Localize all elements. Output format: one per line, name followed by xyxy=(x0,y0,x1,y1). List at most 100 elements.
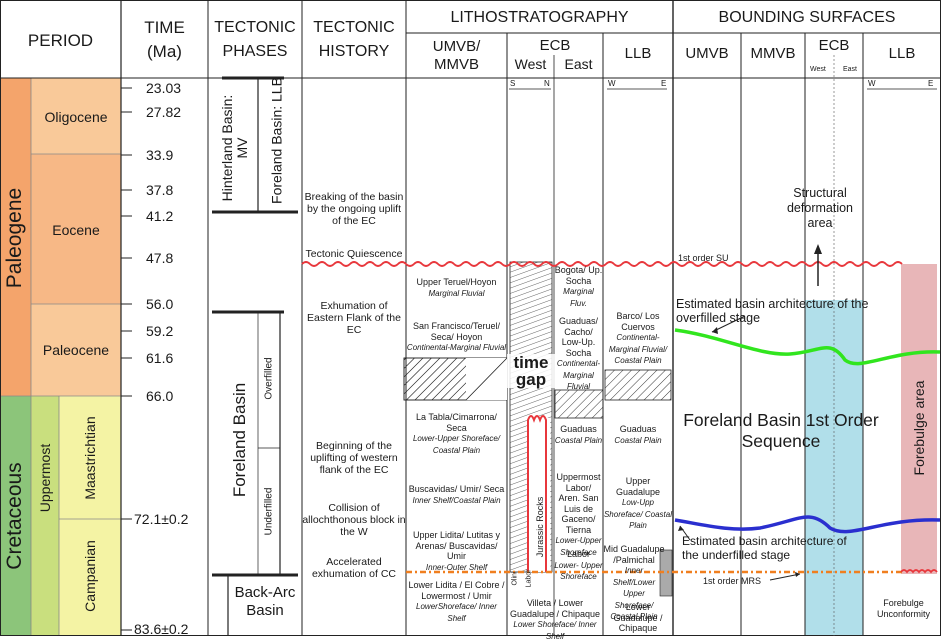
time-label: 66.0 xyxy=(146,388,174,404)
phase-underfilled: Underfilled xyxy=(263,487,275,536)
dir-e-bs: E xyxy=(928,79,934,88)
mrs-label: 1st order MRS xyxy=(703,576,762,586)
time-label: 37.8 xyxy=(146,182,174,198)
phase-foreland-basin: Foreland Basin xyxy=(230,382,249,498)
header-history-2: HISTORY xyxy=(318,43,390,60)
maastrichtian-band xyxy=(59,396,121,519)
time-label: 23.03 xyxy=(146,80,182,96)
ecb-east-unit: Uppermost Labor/ Aren. San Luis de Gacen… xyxy=(555,472,602,557)
sub-bs-east: East xyxy=(843,66,858,73)
sub-umvb: UMVB/ xyxy=(432,38,481,55)
time-label: 56.0 xyxy=(146,296,174,312)
sub-bs-mmvb: MMVB xyxy=(750,45,796,62)
labor-label: Labor xyxy=(525,569,533,588)
header-time: TIME xyxy=(144,18,185,37)
history-collision: Collision of allochthonous block in the … xyxy=(302,502,406,538)
umvb-unit: Upper Lidita/ Lutitas y Arenas/ Buscavid… xyxy=(412,530,501,572)
forebulge-unconformity-label: Forebulge Unconformity xyxy=(876,598,930,619)
time-label: 41.2 xyxy=(146,208,174,224)
header-period: PERIOD xyxy=(27,31,94,50)
sub-bs-ecb: ECB xyxy=(818,37,850,54)
umvb-unit: Lower Lidita / El Cobre / Lowermost / Um… xyxy=(408,580,505,623)
olini-label: Olini xyxy=(511,571,519,586)
campanian-band xyxy=(59,519,121,636)
phase-back-arc: Back-Arc xyxy=(234,584,296,601)
first-order-su-label: 1st order SU xyxy=(678,253,729,263)
phase-back-arc-basin: Basin xyxy=(246,602,284,619)
paleocene-band xyxy=(31,304,121,396)
ecb-east-gap xyxy=(554,389,604,419)
overfilled-architecture-label: Estimated basin architecture of the over… xyxy=(676,297,869,325)
forebulge-unconformity xyxy=(900,569,938,574)
structural-deformation-label: Structural deformation area xyxy=(786,186,853,230)
history-exhumation-cc: Accelerated exhumation of CC xyxy=(311,556,397,580)
sub-bs-umvb: UMVB xyxy=(685,45,729,62)
dir-e-llb: E xyxy=(661,79,667,88)
epoch-uppermost: Uppermost xyxy=(37,443,53,513)
underfilled-architecture-line xyxy=(674,515,941,534)
foreland-sequence-label: Foreland Basin 1st Order Sequence xyxy=(683,410,879,451)
overfilled-architecture-line xyxy=(674,328,941,366)
time-label: 47.8 xyxy=(146,250,174,266)
history-uplift-west: Beginning of the uplifting of western fl… xyxy=(310,440,398,476)
epoch-paleocene: Paleocene xyxy=(42,342,110,358)
sub-ecb-east: East xyxy=(564,56,593,72)
header-history-1: TECTONIC xyxy=(313,19,395,36)
phase-overfilled: Overfilled xyxy=(263,357,275,400)
period-paleogene: Paleogene xyxy=(3,187,26,289)
period-cretaceous: Cretaceous xyxy=(3,462,26,570)
stage-maastrichtian: Maastrichtian xyxy=(82,416,98,500)
llb-unit: Lower Guadalupe / Chipaque xyxy=(613,602,663,633)
history-exhumation-east: Exhumation of Eastern Flank of the EC xyxy=(307,300,401,336)
sub-llb: LLB xyxy=(624,45,652,62)
jurassic-boundary xyxy=(527,415,547,572)
sub-bs-llb: LLB xyxy=(888,45,916,62)
header-phases-1: TECTONIC xyxy=(214,19,296,36)
time-label: 83.6±0.2 xyxy=(134,621,189,637)
llb-gap xyxy=(604,369,672,401)
cretaceous-band xyxy=(0,396,31,636)
dir-n: N xyxy=(544,79,550,88)
first-order-su-line xyxy=(301,261,903,267)
time-label: 72.1±0.2 xyxy=(134,511,189,527)
time-label: 33.9 xyxy=(146,147,174,163)
eocene-band xyxy=(31,154,121,304)
header-litho: LITHOSTRATOGRAPHY xyxy=(450,9,629,26)
underfilled-architecture-label: Estimated basin architecture of the unde… xyxy=(682,534,847,562)
forebulge-area-label: Forebulge area xyxy=(911,380,927,476)
uppermost-band xyxy=(31,396,59,636)
stage-campanian: Campanian xyxy=(82,540,98,612)
epoch-eocene: Eocene xyxy=(52,222,100,238)
header-bounding: BOUNDING SURFACES xyxy=(718,9,896,26)
time-label: 61.6 xyxy=(146,350,174,366)
sub-mmvb: MMVB xyxy=(434,56,479,73)
sub-bs-west: West xyxy=(810,66,826,73)
jurassic-label: Jurassic Rocks xyxy=(535,496,545,558)
phase-foreland-llb: Foreland Basin: LLB xyxy=(268,77,285,204)
dir-s: S xyxy=(510,79,516,88)
dir-w-bs: W xyxy=(868,79,876,88)
sub-ecb: ECB xyxy=(539,37,571,54)
history-breaking: Breaking of the basin by the ongoing upl… xyxy=(304,191,404,227)
paleogene-band xyxy=(0,78,31,396)
phase-hinterland: Hinterland Basin: MV xyxy=(219,94,250,202)
sub-ecb-west: West xyxy=(514,56,547,72)
epoch-oligocene: Oligocene xyxy=(44,109,108,125)
header-time-unit: (Ma) xyxy=(147,42,182,61)
oligocene-band xyxy=(31,78,121,154)
header-phases-2: PHASES xyxy=(222,43,288,60)
